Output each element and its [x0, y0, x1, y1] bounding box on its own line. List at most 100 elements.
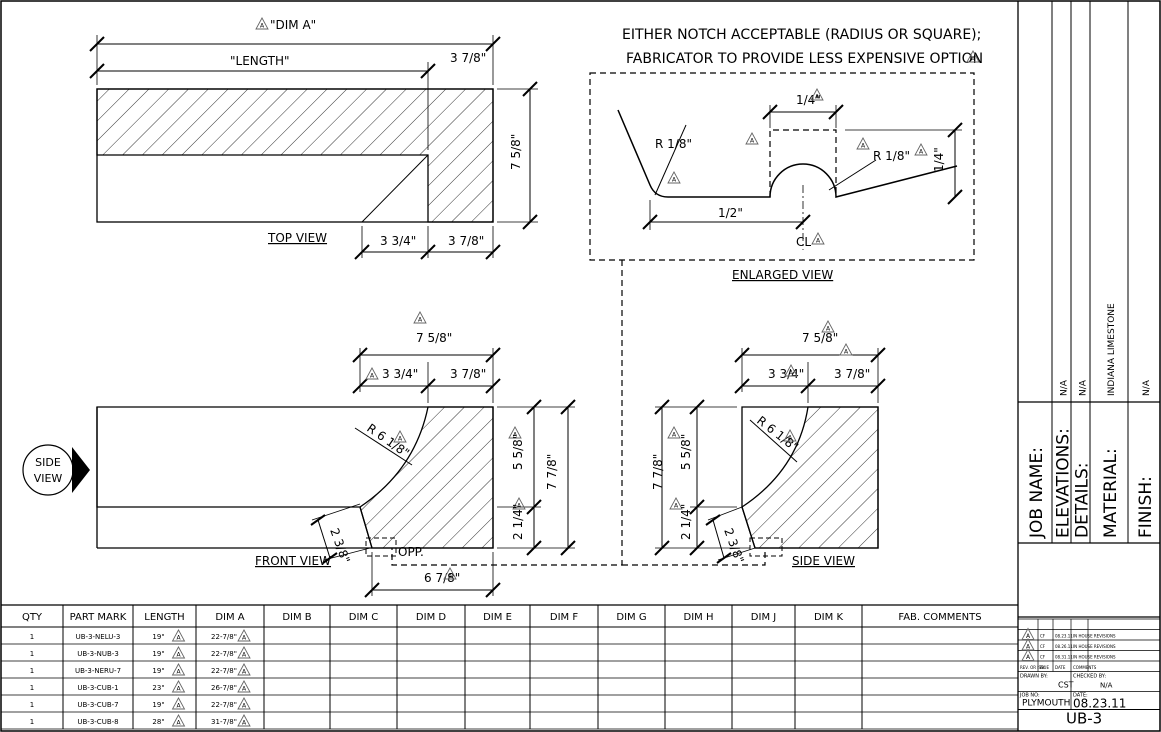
title-block: JOB NAME: ELEVATIONS: N/A DETAILS: N/A MATERI…	[1017, 1, 1160, 731]
enlarged-radius-right: R 1/8"	[873, 149, 910, 163]
schedule-header-part-mark: PART MARK	[70, 612, 127, 623]
top-dim-bottom-right: 3 7/8"	[448, 234, 484, 248]
front-dim-left: 3 3/4"	[382, 367, 418, 381]
top-dim-bottom-left: 3 3/4"	[380, 234, 416, 248]
schedule-cell: 23"	[152, 684, 164, 692]
schedule-cell: 19"	[152, 701, 164, 709]
side-dim-chamfer: 2 3/8"	[721, 526, 747, 565]
enlarged-view: EITHER NOTCH ACCEPTABLE (RADIUS OR SQUAR…	[589, 27, 983, 282]
schedule-cell: 19"	[152, 650, 164, 658]
schedule-header-fab-comments: FAB. COMMENTS	[898, 612, 981, 623]
schedule-header-dim-b: DIM B	[282, 612, 311, 623]
title-field-material: MATERIAL:	[1101, 448, 1121, 538]
schedule-cell: 1	[30, 667, 34, 675]
top-view-section	[96, 88, 494, 223]
schedule-header-qty: QTY	[22, 612, 43, 623]
top-view: "DIM A" "LENGTH" 3 7/8" 7 5/8" 3 3/4" 3 …	[89, 17, 538, 260]
enlarged-view-label: ENLARGED VIEW	[732, 268, 833, 282]
schedule-cell: 31-7/8"	[211, 718, 237, 726]
schedule-cell: UB-3-CUB-8	[77, 718, 118, 726]
schedule-cell: 19"	[152, 667, 164, 675]
schedule-cell: 22-7/8"	[211, 701, 237, 709]
rev-header: COMMENTS	[1073, 665, 1097, 670]
length-label: "LENGTH"	[230, 54, 290, 68]
front-dim-total: 7 5/8"	[416, 331, 452, 345]
top-dim-height: 7 5/8"	[509, 134, 523, 170]
notch-note-line1: EITHER NOTCH ACCEPTABLE (RADIUS OR SQUAR…	[622, 27, 981, 43]
schedule-header-length: LENGTH	[144, 612, 184, 623]
side-view-marker-line1: SIDE	[35, 456, 61, 469]
schedule-header-dim-h: DIM H	[684, 612, 714, 623]
schedule-header-dim-c: DIM C	[349, 612, 378, 623]
side-dim-radius: R 6 1/8"	[754, 413, 801, 454]
schedule-cell: UB-3-CUB-7	[77, 701, 118, 709]
part-schedule-table: QTY PART MARK LENGTH DIM A DIM B DIM C DIM D DI…	[0, 604, 1019, 730]
side-dim-h2: 7 7/8"	[651, 454, 665, 490]
title-value: N/A	[1079, 379, 1089, 396]
side-view-marker: SIDE VIEW	[22, 444, 90, 496]
schedule-cell: UB-3-NERU-7	[75, 667, 121, 675]
front-view-section	[359, 406, 494, 549]
schedule-cell: 19"	[152, 633, 164, 641]
schedule-cell: UB-3-NUB-3	[77, 650, 119, 658]
rev-header: BY	[1040, 665, 1046, 670]
enlarged-radius-left: R 1/8"	[655, 137, 692, 151]
side-dim-h3: 2 1/4"	[679, 504, 693, 540]
front-dim-h3: 2 1/4"	[511, 504, 525, 540]
rev-header: DATE	[1055, 665, 1066, 670]
front-dim-right: 3 7/8"	[450, 367, 486, 381]
title-field-job-name: JOB NAME:	[1027, 447, 1047, 539]
title-field-details: DETAILS:	[1073, 462, 1093, 538]
front-opp-label: OPP.	[398, 545, 424, 559]
date-label: DATE:	[1073, 693, 1088, 699]
schedule-header-dim-k: DIM K	[814, 612, 843, 623]
sheet-number: UB-3	[1066, 710, 1102, 728]
schedule-cell: UB-3-NELU-3	[76, 633, 121, 641]
enlarged-half: 1/2"	[718, 206, 743, 220]
date-value: 08.23.11	[1073, 697, 1126, 711]
side-dim-right: 3 7/8"	[834, 367, 870, 381]
schedule-header-dim-j: DIM J	[751, 612, 776, 623]
top-view-label: TOP VIEW	[267, 231, 327, 245]
rev-cell: 08.26.11	[1055, 644, 1073, 649]
schedule-cell: 1	[30, 701, 34, 709]
front-dim-h2: 7 7/8"	[545, 454, 559, 490]
rev-cell: IN HOUSE REVISIONS	[1073, 644, 1116, 649]
enlarged-depth: 1/4"	[932, 147, 946, 172]
schedule-cell: 1	[30, 650, 34, 658]
side-view: 7 5/8" 3 3/4" 3 7/8" R 6 1/8" 7 7/8" 5 5	[651, 320, 886, 568]
schedule-cell: 22-7/8"	[211, 667, 237, 675]
front-view-label: FRONT VIEW	[255, 554, 331, 568]
title-value: N/A	[1142, 379, 1152, 396]
checked-by-value: N/A	[1100, 682, 1113, 690]
rev-cell: IN HOUSE REVISIONS	[1073, 655, 1116, 660]
rev-cell: IN HOUSE REVISIONS	[1073, 634, 1116, 639]
job-no-label: JOB NO:	[1019, 693, 1040, 699]
rev-cell: CF	[1040, 644, 1046, 649]
schedule-header-dim-a: DIM A	[215, 612, 244, 623]
rev-cell: 08.23.11	[1055, 634, 1073, 639]
schedule-cell: 1	[30, 633, 34, 641]
detail-leader-side	[622, 548, 766, 566]
schedule-cell: 22-7/8"	[211, 650, 237, 658]
rev-cell: CF	[1040, 634, 1046, 639]
top-dim-right: 3 7/8"	[450, 51, 486, 65]
side-view-label: SIDE VIEW	[792, 554, 855, 568]
schedule-header-dim-d: DIM D	[416, 612, 446, 623]
schedule-header-dim-g: DIM G	[616, 612, 646, 623]
schedule-cell: 22-7/8"	[211, 633, 237, 641]
drawn-by-value: CST	[1058, 681, 1074, 690]
dim-a-label: "DIM A"	[270, 18, 316, 32]
rev-cell: CF	[1040, 655, 1046, 660]
job-no-value: PLYMOUTH	[1022, 699, 1070, 709]
rev-header: REV. OR ISSUE	[1020, 665, 1049, 670]
title-field-elevations: ELEVATIONS:	[1054, 428, 1074, 538]
schedule-cell: 1	[30, 718, 34, 726]
side-view-marker-line2: VIEW	[34, 472, 63, 485]
front-dim-h1: 5 5/8"	[511, 434, 525, 470]
schedule-cell: 1	[30, 684, 34, 692]
title-value: INDIANA LIMESTONE	[1107, 303, 1117, 396]
side-dim-total: 7 5/8"	[802, 331, 838, 345]
enlarged-centerline: CL	[796, 235, 811, 249]
